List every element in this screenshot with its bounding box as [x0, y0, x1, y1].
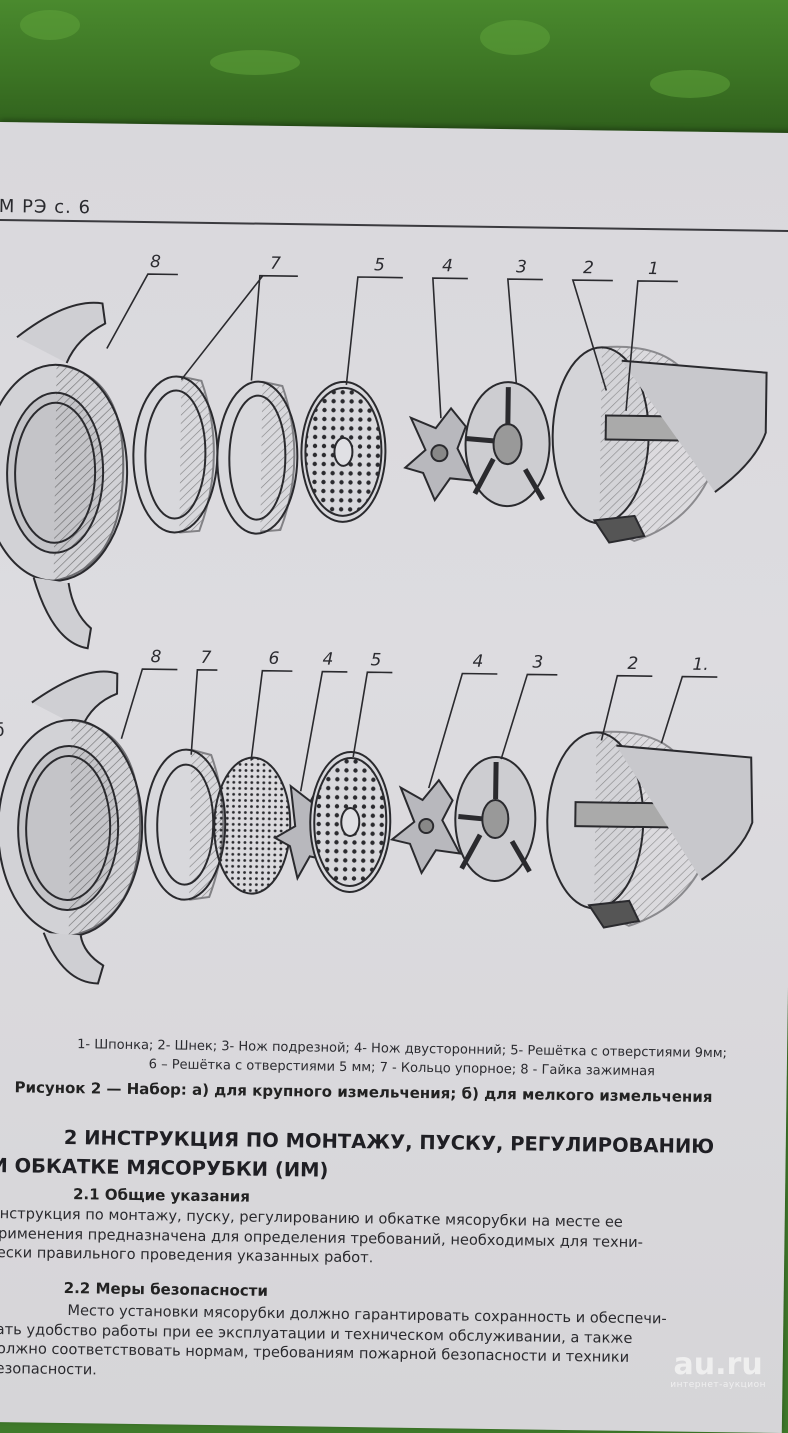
part-5-grate-9mm-a	[300, 380, 387, 523]
callout-b-1: 1.	[692, 654, 709, 675]
callout-a-5: 5	[373, 255, 386, 276]
background-grass	[0, 0, 788, 135]
callout-b-7: 7	[200, 647, 212, 669]
part-5-grate-9mm-b	[309, 750, 392, 893]
meat-grinder-parts-drawing	[0, 273, 768, 985]
callout-b-3: 3	[532, 652, 544, 673]
paragraph-general: Инструкция по монтажу, пуску, регулирова…	[0, 1204, 774, 1273]
callout-a-2: 2	[582, 258, 594, 279]
callout-b-4b: 4	[472, 651, 484, 672]
callout-b-2: 2	[627, 653, 639, 674]
part-3-cutting-knife-a	[464, 381, 551, 508]
set-b-assembly	[0, 668, 754, 985]
subsection-safety: 2.2 Меры безопасности	[63, 1279, 269, 1300]
part-6-grate-5mm-b	[213, 756, 292, 895]
paragraph-safety: Место установки мясорубки должно гаранти…	[0, 1300, 772, 1389]
part-4-double-knife-a	[403, 406, 475, 503]
part-4-double-knife-b2	[389, 778, 462, 876]
callout-b-6: 6	[268, 648, 280, 669]
callout-a-4: 4	[441, 256, 453, 277]
manual-page: М РЭ с. 6	[0, 122, 788, 1433]
figure-legend: 1- Шпонка; 2- Шнек; 3- Нож подрезной; 4-…	[27, 1034, 777, 1082]
callout-b-8: 8	[150, 647, 162, 668]
section-title: 2 ИНСТРУКЦИЯ ПО МОНТАЖУ, ПУСКУ, РЕГУЛИРО…	[0, 1122, 788, 1191]
callout-b-5: 5	[370, 650, 382, 671]
set-a-assembly	[0, 273, 768, 650]
part-7-thrust-ring-b	[144, 748, 227, 901]
watermark-brand: au.ru	[673, 1347, 763, 1382]
figure-caption: Рисунок 2 — Набор: а) для крупного измел…	[14, 1078, 713, 1107]
part-3-cutting-knife-b	[454, 755, 537, 882]
au-ru-watermark: au.ru интернет-аукцион	[670, 1347, 766, 1391]
part-2-auger-a	[551, 345, 768, 544]
callout-a-7: 7	[269, 253, 282, 274]
callout-a-1: 1	[647, 259, 659, 280]
callout-a-3: 3	[515, 257, 527, 278]
callout-b-4: 4	[322, 649, 334, 670]
part-8-clamping-nut-a	[0, 301, 129, 650]
part-7-thrust-rings-a	[132, 375, 299, 535]
set-b-side-label: б	[0, 719, 5, 742]
subsection-general: 2.1 Общие указания	[72, 1185, 251, 1206]
watermark-tagline: интернет-аукцион	[670, 1380, 766, 1390]
part-8-clamping-nut-b	[0, 670, 144, 985]
callout-a-8: 8	[149, 252, 162, 273]
part-2-auger-b	[546, 730, 754, 929]
